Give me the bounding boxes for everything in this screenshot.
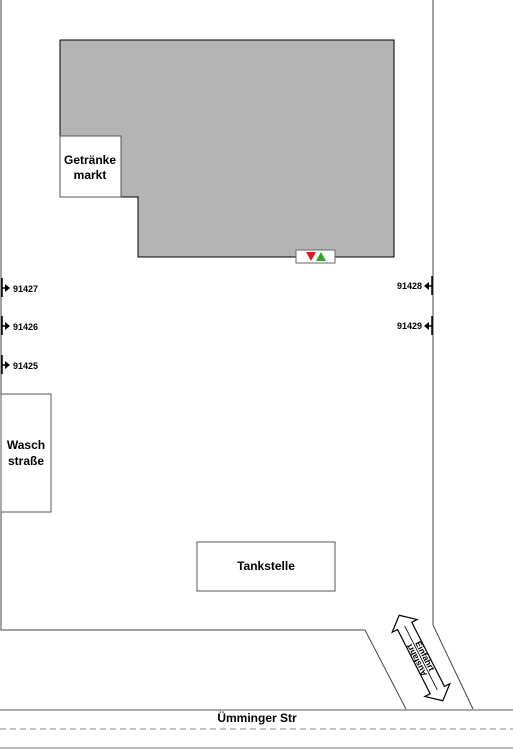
parking-marker-left[interactable]: 91426 [1,316,38,335]
arrow-right-icon [5,361,10,369]
site-boundary [0,0,407,710]
escalator-icon[interactable] [295,249,336,264]
gas-station-label: Tankstelle [237,559,295,573]
parking-marker-label: 91427 [13,284,38,294]
arrow-up-icon [316,252,326,261]
arrow-right-icon [5,284,10,292]
arrow-left-icon [424,282,429,290]
drinks-market-building [59,135,122,198]
car-wash-label-2: straße [8,454,44,468]
parking-marker-label: 91428 [397,281,422,291]
parking-marker-label: 91425 [13,361,38,371]
arrow-right-icon [5,322,10,330]
arrow-down-icon [306,252,316,261]
parking-marker-left[interactable]: 91425 [1,355,38,374]
parking-marker-right[interactable]: 91429 [397,316,433,335]
car-wash-building [0,393,52,513]
site-boundary-right [432,0,474,710]
arrow-left-icon [424,322,429,330]
street-name: Ümminger Str [217,710,297,725]
car-wash-label-1: Wasch [7,438,45,452]
gas-station-building [196,541,336,592]
parking-marker-left[interactable]: 91427 [1,278,38,297]
parking-marker-label: 91429 [397,321,422,331]
drinks-market-label-1: Getränke [64,153,116,167]
drinks-market-label-2: markt [74,168,107,182]
parking-marker-right[interactable]: 91428 [397,276,433,295]
parking-marker-label: 91426 [13,322,38,332]
